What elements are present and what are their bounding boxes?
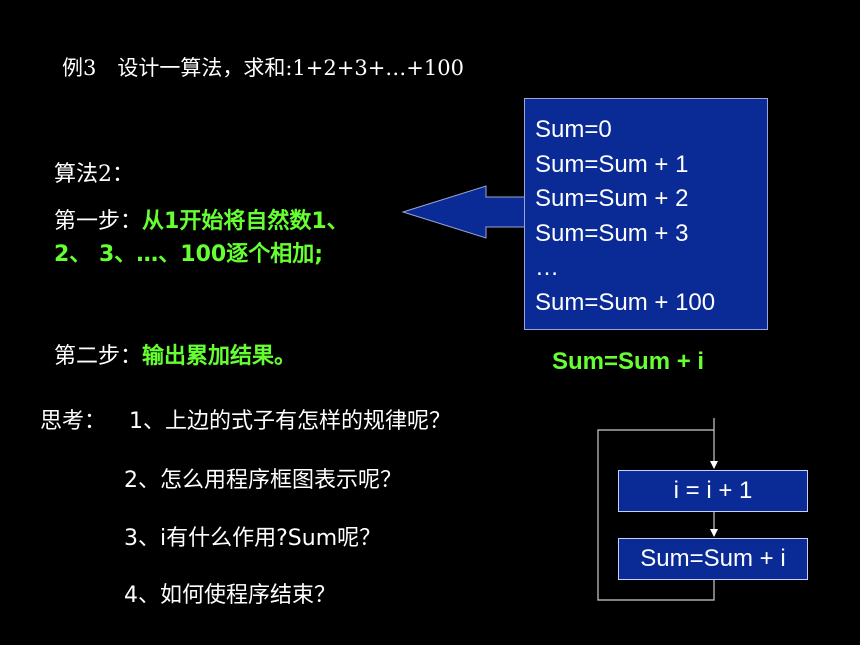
step-two-prefix: 第二步： [54, 344, 143, 369]
sum-line: Sum=0 [535, 116, 612, 143]
step-one-prefix: 第一步： [54, 209, 143, 234]
thinking-question-1: 1、上边的式子有怎样的规律呢？ [129, 409, 451, 434]
sum-line: Sum=Sum + 2 [535, 185, 689, 212]
thinking-question-2: 2、怎么用程序框图表示呢？ [124, 468, 402, 493]
step-two: 第二步：输出累加结果。 [54, 338, 296, 370]
sum-line: Sum=Sum + 100 [535, 288, 716, 316]
flowchart-increment-box: i = i + 1 [618, 470, 808, 512]
step-one-text: 从1开始将自然数1、2、 3、…、100逐个相加; [54, 209, 349, 267]
step-two-text: 输出累加结果。 [142, 344, 297, 369]
sum-line: … [535, 254, 559, 281]
algorithm-label: 算法2： [54, 162, 134, 187]
thinking-question-3: 3、i有什么作用?Sum呢？ [124, 526, 382, 551]
slide-title: 例3 设计一算法，求和:1+2+3+…+100 [62, 56, 464, 80]
thinking-question-4: 4、如何使程序结束？ [124, 583, 336, 608]
flowchart-accumulate-box: Sum=Sum + i [618, 538, 808, 580]
step-one: 第一步：从1开始将自然数1、2、 3、…、100逐个相加; [54, 205, 384, 271]
thinking-label: 思考： [40, 409, 107, 434]
general-formula: Sum=Sum + i [552, 348, 705, 375]
sum-line: Sum=Sum + 1 [535, 150, 689, 178]
sum-steps-box: Sum=0 Sum=Sum + 1 Sum=Sum + 2 Sum=Sum + … [524, 98, 768, 330]
sum-line: Sum=Sum + 3 [535, 219, 689, 247]
